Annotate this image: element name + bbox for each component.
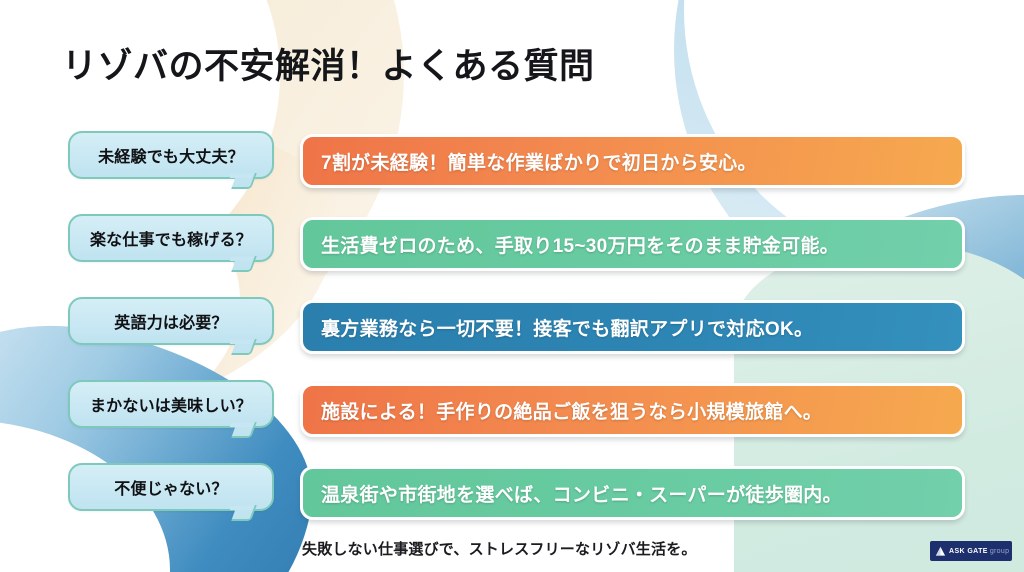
faq-row: まかないは美味しい？ 施設による！手作りの絶品ご飯を狙うなら小規模旅館へ。	[0, 380, 1024, 463]
speech-tail-mask	[230, 257, 252, 261]
question-bubble[interactable]: まかないは美味しい？	[68, 380, 274, 438]
answer-text: 温泉街や市街地を選べば、コンビニ・スーパーが徒歩圏内。	[321, 484, 842, 506]
speech-tail-mask	[230, 423, 252, 427]
footer-tagline: 失敗しない仕事選びで、ストレスフリーなリゾバ生活を。	[302, 541, 697, 558]
faq-list: 未経験でも大丈夫？ 7割が未経験！簡単な作業ばかりで初日から安心。 楽な仕事でも…	[0, 131, 1024, 546]
answer-text: 7割が未経験！簡単な作業ばかりで初日から安心。	[321, 152, 757, 174]
logo-name: ASK GATE	[949, 547, 988, 555]
mountain-triangle-icon	[935, 546, 946, 556]
answer-text: 裏方業務なら一切不要！接客でも翻訳アプリで対応OK。	[321, 318, 814, 340]
question-bubble[interactable]: 未経験でも大丈夫？	[68, 131, 274, 189]
question-text: 楽な仕事でも稼げる？	[89, 232, 252, 249]
speech-tail-mask	[230, 340, 252, 344]
answer-bar[interactable]: 温泉街や市街地を選べば、コンビニ・スーパーが徒歩圏内。	[300, 466, 965, 520]
speech-tail-mask	[230, 174, 252, 178]
logo-suffix: group	[989, 547, 1010, 555]
faq-row: 不便じゃない？ 温泉街や市街地を選べば、コンビニ・スーパーが徒歩圏内。	[0, 463, 1024, 546]
page-title: リゾバの不安解消！よくある質問	[62, 47, 595, 86]
question-text: 未経験でも大丈夫？	[98, 149, 244, 166]
answer-text: 施設による！手作りの絶品ご飯を狙うなら小規模旅館へ。	[321, 401, 823, 423]
question-text: 不便じゃない？	[114, 481, 228, 498]
faq-row: 英語力は必要？ 裏方業務なら一切不要！接客でも翻訳アプリで対応OK。	[0, 297, 1024, 380]
question-bubble[interactable]: 不便じゃない？	[68, 463, 274, 521]
answer-bar[interactable]: 7割が未経験！簡単な作業ばかりで初日から安心。	[300, 134, 965, 188]
answer-bar[interactable]: 裏方業務なら一切不要！接客でも翻訳アプリで対応OK。	[300, 300, 965, 354]
question-text: まかないは美味しい？	[89, 398, 252, 415]
answer-bar[interactable]: 生活費ゼロのため、手取り15~30万円をそのまま貯金可能。	[300, 217, 965, 271]
answer-text: 生活費ゼロのため、手取り15~30万円をそのまま貯金可能。	[321, 235, 840, 257]
answer-bar[interactable]: 施設による！手作りの絶品ご飯を狙うなら小規模旅館へ。	[300, 383, 965, 437]
question-text: 英語力は必要？	[114, 315, 228, 332]
question-bubble[interactable]: 楽な仕事でも稼げる？	[68, 214, 274, 272]
faq-row: 未経験でも大丈夫？ 7割が未経験！簡単な作業ばかりで初日から安心。	[0, 131, 1024, 214]
speech-tail-mask	[230, 506, 252, 510]
faq-row: 楽な仕事でも稼げる？ 生活費ゼロのため、手取り15~30万円をそのまま貯金可能。	[0, 214, 1024, 297]
ask-gate-group-logo: ASK GATE group	[930, 541, 1012, 561]
question-bubble[interactable]: 英語力は必要？	[68, 297, 274, 355]
